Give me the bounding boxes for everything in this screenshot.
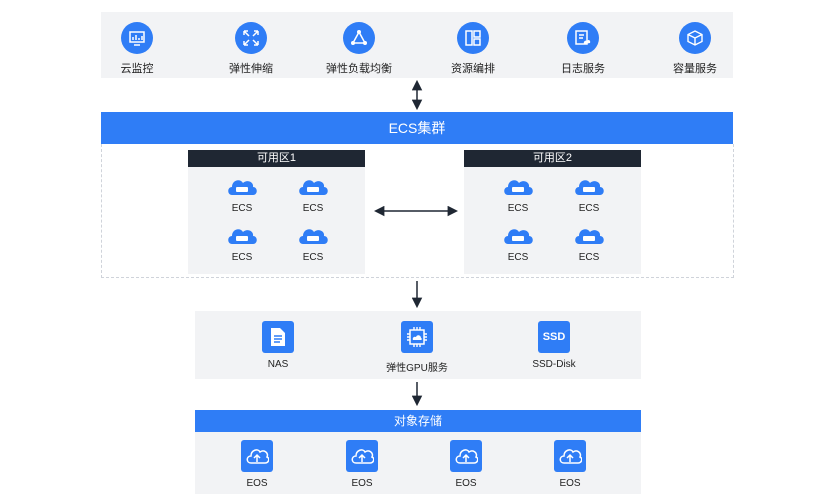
document-icon	[262, 321, 294, 353]
ecs-node[interactable]: ECS	[286, 224, 340, 263]
load-balance-triangle-icon	[343, 22, 375, 54]
ecs-label: ECS	[302, 252, 324, 263]
cloud-upload-icon	[450, 440, 482, 472]
service-label: 弹性伸缩	[229, 63, 273, 75]
ecs-label: ECS	[578, 252, 600, 263]
eos-label: EOS	[455, 478, 477, 489]
service-load-balancer[interactable]: 弹性负载均衡	[323, 22, 395, 76]
eos-node[interactable]: EOS	[237, 440, 277, 489]
ecs-label: ECS	[507, 252, 529, 263]
eos-node[interactable]: EOS	[446, 440, 486, 489]
ecs-node[interactable]: ECS	[215, 224, 269, 263]
cloud-upload-icon	[346, 440, 378, 472]
eos-node[interactable]: EOS	[550, 440, 590, 489]
cube-icon	[679, 22, 711, 54]
service-resource-orchestration[interactable]: 资源编排	[445, 22, 501, 76]
zone-1: 可用区1 ECS ECS ECS ECS	[188, 150, 365, 274]
ecs-node[interactable]: ECS	[562, 224, 616, 263]
service-label: 容量服务	[673, 63, 717, 75]
zone-2-title: 可用区2	[464, 150, 641, 167]
cloud-server-icon	[228, 229, 257, 244]
cloud-upload-icon	[554, 440, 586, 472]
object-storage-header: 对象存储	[195, 410, 641, 432]
ecs-cluster-title: ECS集群	[388, 120, 446, 136]
service-capacity[interactable]: 容量服务	[667, 22, 723, 76]
service-label: 弹性负载均衡	[326, 63, 392, 75]
ecs-label: ECS	[507, 203, 529, 214]
eos-label: EOS	[559, 478, 581, 489]
service-label: 日志服务	[561, 63, 605, 75]
cloud-server-icon	[299, 229, 328, 244]
ecs-node[interactable]: ECS	[215, 175, 269, 214]
service-label: 云监控	[120, 63, 154, 75]
cloud-server-icon	[504, 180, 533, 195]
ssd-icon-text: SSD	[542, 331, 566, 343]
ecs-node[interactable]: ECS	[286, 175, 340, 214]
cloud-server-icon	[575, 229, 604, 244]
cloud-server-icon	[299, 180, 328, 195]
ecs-cluster-frame	[101, 144, 734, 278]
document-cloud-icon	[567, 22, 599, 54]
service-label: 资源编排	[451, 63, 495, 75]
top-services-panel: 云监控 弹性伸缩 弹性负载均衡 资源编排 日志服务 容量服务	[101, 12, 733, 78]
ecs-node[interactable]: ECS	[491, 175, 545, 214]
ecs-cluster-header: ECS集群	[101, 112, 733, 144]
service-cloud-monitor[interactable]: 云监控	[113, 22, 161, 76]
cloud-upload-icon	[241, 440, 273, 472]
ssd-node[interactable]: SSD SSD-Disk	[526, 321, 582, 370]
chip-cloud-icon	[401, 321, 433, 353]
ecs-label: ECS	[231, 203, 253, 214]
ecs-label: ECS	[231, 252, 253, 263]
ecs-node[interactable]: ECS	[562, 175, 616, 214]
nas-node[interactable]: NAS	[258, 321, 298, 370]
zone-1-title: 可用区1	[188, 150, 365, 167]
layout-grid-icon	[457, 22, 489, 54]
gpu-node[interactable]: 弹性GPU服务	[377, 321, 457, 374]
gpu-label: 弹性GPU服务	[386, 363, 448, 374]
ssd-icon: SSD	[538, 321, 570, 353]
expand-arrows-icon	[235, 22, 267, 54]
ecs-label: ECS	[302, 203, 324, 214]
eos-label: EOS	[351, 478, 373, 489]
cloud-server-icon	[504, 229, 533, 244]
ecs-node[interactable]: ECS	[491, 224, 545, 263]
eos-node[interactable]: EOS	[342, 440, 382, 489]
nas-label: NAS	[267, 359, 289, 370]
ssd-label: SSD-Disk	[532, 359, 576, 370]
service-log[interactable]: 日志服务	[555, 22, 611, 76]
cloud-server-icon	[575, 180, 604, 195]
ecs-label: ECS	[578, 203, 600, 214]
cloud-server-icon	[228, 180, 257, 195]
zone-2: 可用区2 ECS ECS ECS ECS	[464, 150, 641, 274]
object-storage-title: 对象存储	[393, 414, 442, 428]
eos-label: EOS	[246, 478, 268, 489]
monitor-chart-icon	[121, 22, 153, 54]
service-auto-scaling[interactable]: 弹性伸缩	[223, 22, 279, 76]
